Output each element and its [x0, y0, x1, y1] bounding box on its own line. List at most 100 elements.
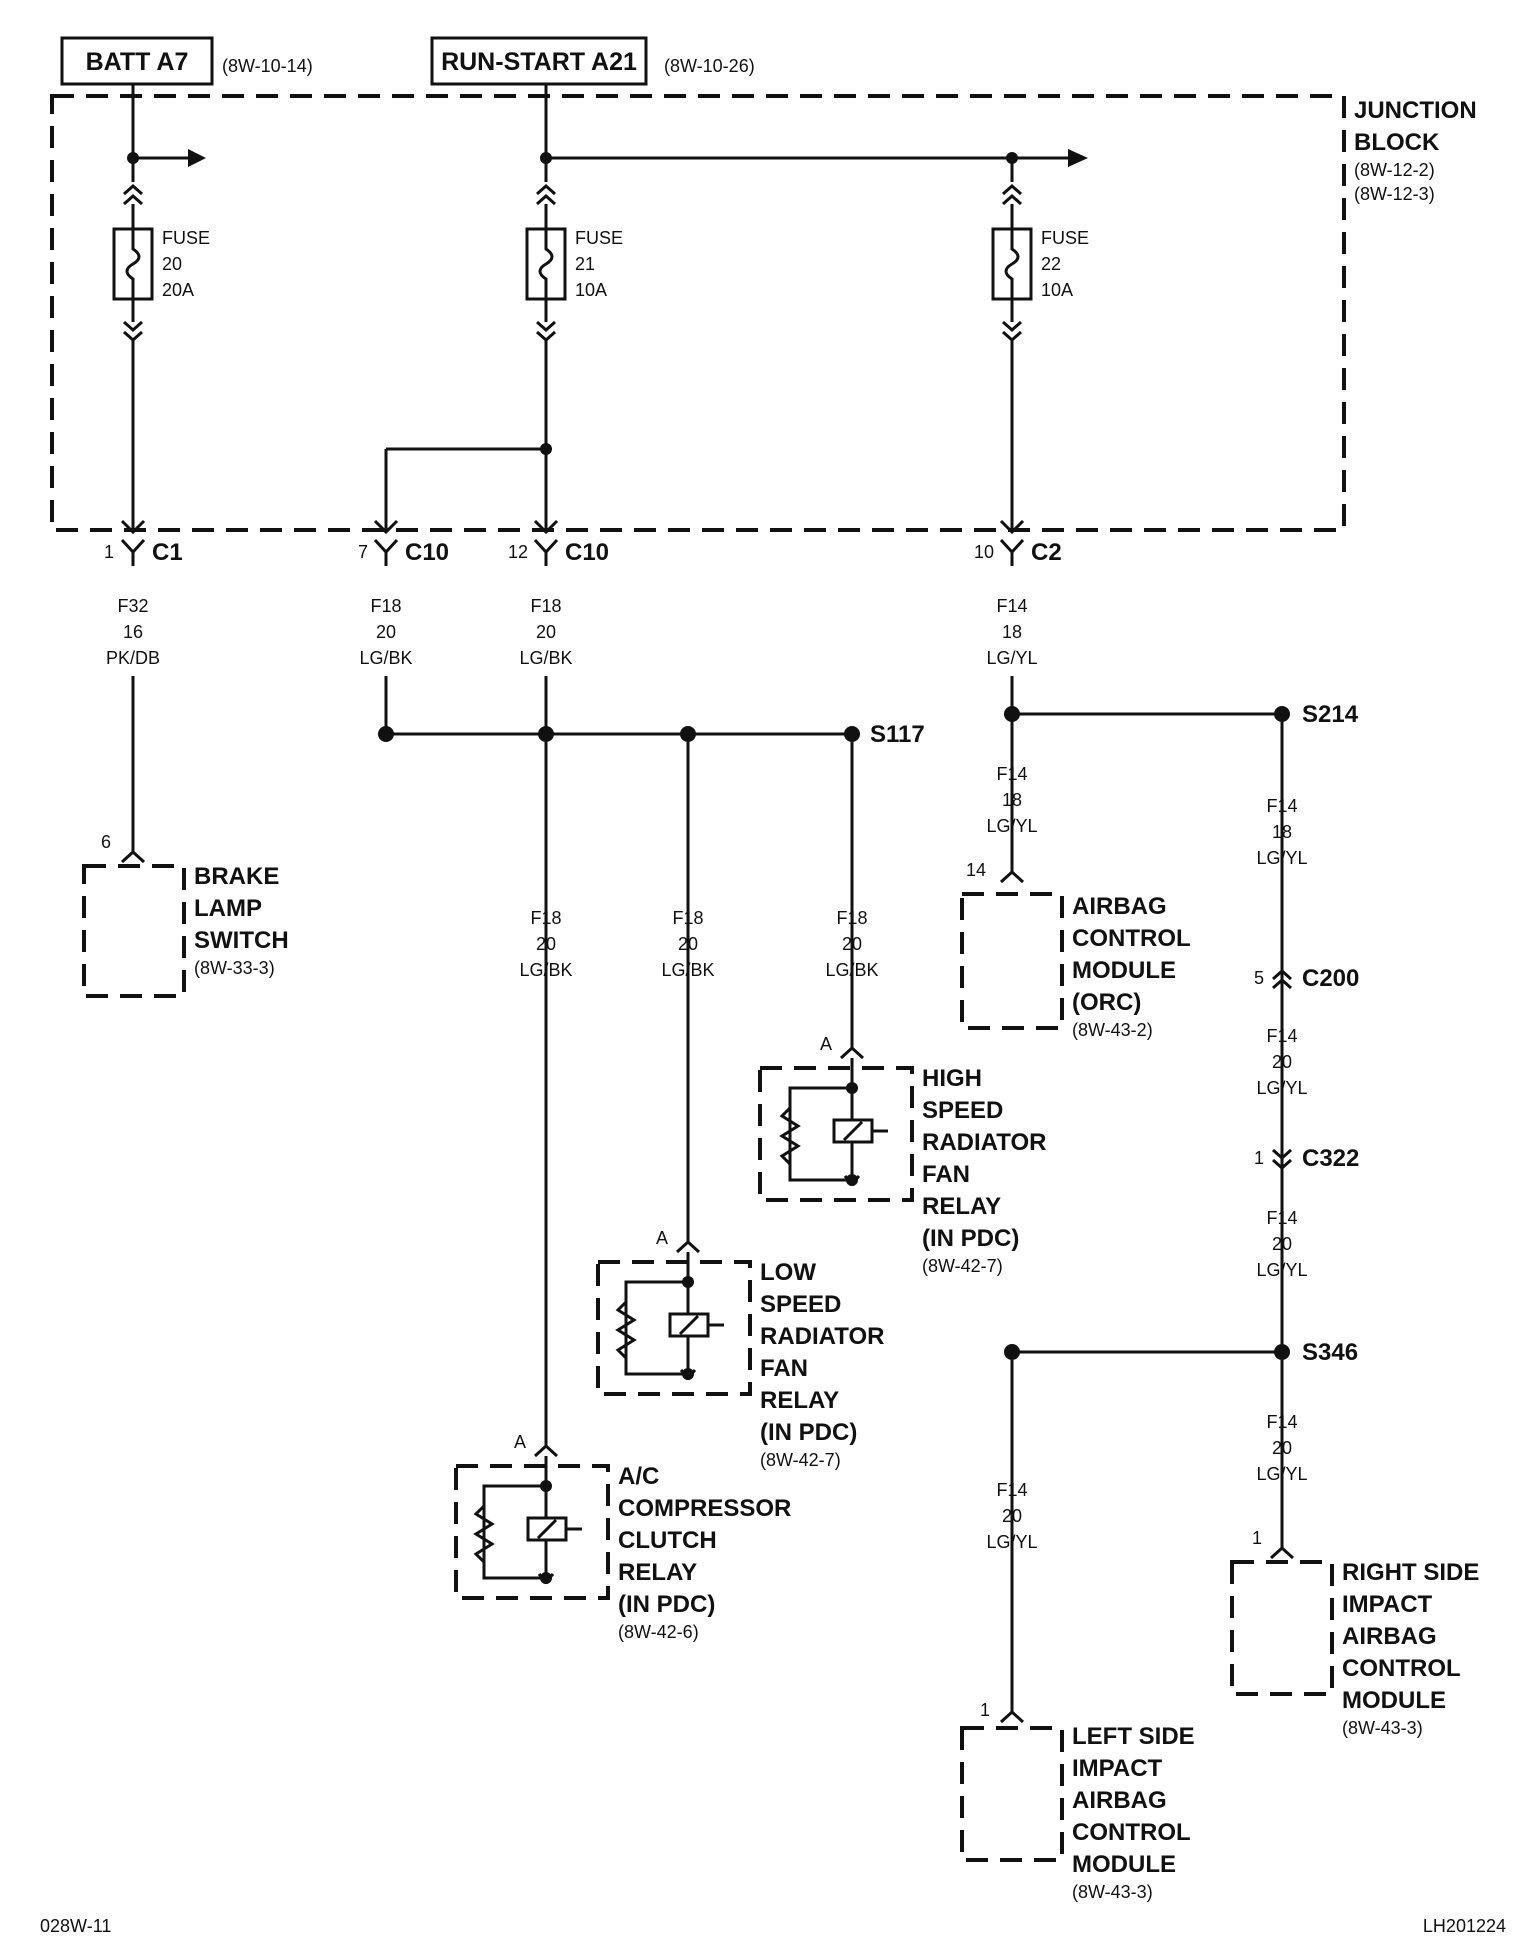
wire-f18-a-3: LG/BK [359, 648, 412, 668]
lside-ref: (8W-43-3) [1072, 1882, 1153, 1902]
connector-c2-name: C2 [1031, 539, 1062, 566]
wire-f14-g-1: F14 [996, 1480, 1027, 1500]
wire-f14-b-1: F14 [996, 764, 1027, 784]
wire-f14-d-1: F14 [1266, 1026, 1297, 1046]
connector-c200-pin: 5 [1254, 968, 1264, 988]
brake-label-1: BRAKE [194, 863, 279, 890]
footer-right-code: LH201224 [1423, 1916, 1506, 1936]
wire-f14-f-3: LG/YL [1256, 1464, 1307, 1484]
fuse-21-circuit [373, 84, 1088, 535]
batt-source-box [60, 36, 214, 86]
wire-f14-e-2: 20 [1272, 1234, 1292, 1254]
wire-f14-c-1: F14 [1266, 796, 1297, 816]
wire-f14-a-3: LG/YL [986, 648, 1037, 668]
airbag-pin: 14 [966, 860, 986, 880]
fuse-20-label-3: 20A [162, 280, 194, 300]
fuse-20-label-2: 20 [162, 254, 182, 274]
fuse-20-circuit [112, 84, 206, 535]
junction-block-name-2: BLOCK [1354, 129, 1440, 156]
wire-f14-b-3: LG/YL [986, 816, 1037, 836]
wire-f18-e-1: F18 [836, 908, 867, 928]
lside-label-5: MODULE [1072, 1851, 1176, 1878]
brake-branch-wire [120, 676, 146, 864]
batt-source-ref: (8W-10-14) [222, 56, 313, 76]
wire-f18-d-1: F18 [672, 908, 703, 928]
run-start-source-box [430, 36, 648, 86]
right-side-impact-module-box [1230, 1560, 1334, 1696]
brake-pin: 6 [101, 832, 111, 852]
high-speed-relay-box [758, 1066, 914, 1202]
connector-c322-name: C322 [1302, 1145, 1359, 1172]
ac-branch-wire [533, 742, 559, 1458]
splice-s117: S117 [870, 721, 925, 748]
connector-c10-pin12 [533, 538, 559, 566]
run-start-source-label: RUN-START A21 [441, 48, 637, 76]
wire-f18-e-3: LG/BK [825, 960, 878, 980]
high-label-3: RADIATOR [922, 1129, 1046, 1156]
low-ref: (8W-42-7) [760, 1450, 841, 1470]
high-ref: (8W-42-7) [922, 1256, 1003, 1276]
high-relay-pin: A [820, 1034, 832, 1054]
lside-label-3: AIRBAG [1072, 1787, 1167, 1814]
wire-f18-d-2: 20 [678, 934, 698, 954]
s117-splice-bus [378, 676, 860, 742]
wire-f32-2: 16 [123, 622, 143, 642]
low-speed-branch-wire [675, 742, 701, 1254]
rside-label-1: RIGHT SIDE [1342, 1559, 1479, 1586]
wire-f14-a-1: F14 [996, 596, 1027, 616]
high-label-5: RELAY [922, 1193, 1001, 1220]
low-speed-relay-box [596, 1260, 752, 1396]
wire-f14-d-3: LG/YL [1256, 1078, 1307, 1098]
fuse-22-label-2: 22 [1041, 254, 1061, 274]
airbag-label-3: MODULE [1072, 957, 1176, 984]
low-label-6: (IN PDC) [760, 1419, 857, 1446]
ac-label-4: RELAY [618, 1559, 697, 1586]
wire-f18-c-2: 20 [536, 934, 556, 954]
junction-block-name-1: JUNCTION [1354, 97, 1477, 124]
s346-splice [999, 1344, 1295, 1724]
low-label-2: SPEED [760, 1291, 841, 1318]
wire-f18-b-3: LG/BK [519, 648, 572, 668]
low-label-5: RELAY [760, 1387, 839, 1414]
wire-f18-c-3: LG/BK [519, 960, 572, 980]
wire-f14-g-2: 20 [1002, 1506, 1022, 1526]
ac-label-1: A/C [618, 1463, 659, 1490]
wire-f18-d-3: LG/BK [661, 960, 714, 980]
rside-label-4: CONTROL [1342, 1655, 1461, 1682]
high-label-6: (IN PDC) [922, 1225, 1019, 1252]
airbag-label-4: (ORC) [1072, 989, 1141, 1016]
lside-label-2: IMPACT [1072, 1755, 1163, 1782]
wire-f14-g-3: LG/YL [986, 1532, 1037, 1552]
connector-c200-name: C200 [1302, 965, 1359, 992]
connector-c1-name: C1 [152, 539, 183, 566]
airbag-ref: (8W-43-2) [1072, 1020, 1153, 1040]
brake-lamp-switch-box [82, 864, 186, 998]
s214-splice [999, 676, 1290, 884]
footer-left-code: 028W-11 [40, 1916, 111, 1936]
splice-s346: S346 [1302, 1339, 1358, 1366]
rside-label-3: AIRBAG [1342, 1623, 1437, 1650]
fuse-20-label-1: FUSE [162, 228, 210, 248]
ac-label-5: (IN PDC) [618, 1591, 715, 1618]
rside-label-2: IMPACT [1342, 1591, 1433, 1618]
rside-ref: (8W-43-3) [1342, 1718, 1423, 1738]
ac-label-3: CLUTCH [618, 1527, 717, 1554]
wire-f14-e-1: F14 [1266, 1208, 1297, 1228]
low-label-3: RADIATOR [760, 1323, 884, 1350]
connector-c1-pin: 1 [104, 542, 114, 562]
fuse-22-label-3: 10A [1041, 280, 1073, 300]
fuse-21-label-3: 10A [575, 280, 607, 300]
wire-f18-b-1: F18 [530, 596, 561, 616]
connector-c10-pin12-pin: 12 [508, 542, 528, 562]
high-label-2: SPEED [922, 1097, 1003, 1124]
airbag-control-module-box [960, 892, 1064, 1030]
high-speed-relay-symbol [779, 1058, 888, 1187]
wire-f14-c-3: LG/YL [1256, 848, 1307, 868]
wire-f18-b-2: 20 [536, 622, 556, 642]
wire-f18-a-2: 20 [376, 622, 396, 642]
wire-f32-1: F32 [117, 596, 148, 616]
low-label-4: FAN [760, 1355, 808, 1382]
connector-c2 [999, 538, 1025, 566]
connector-c10-pin12-name: C10 [565, 539, 609, 566]
